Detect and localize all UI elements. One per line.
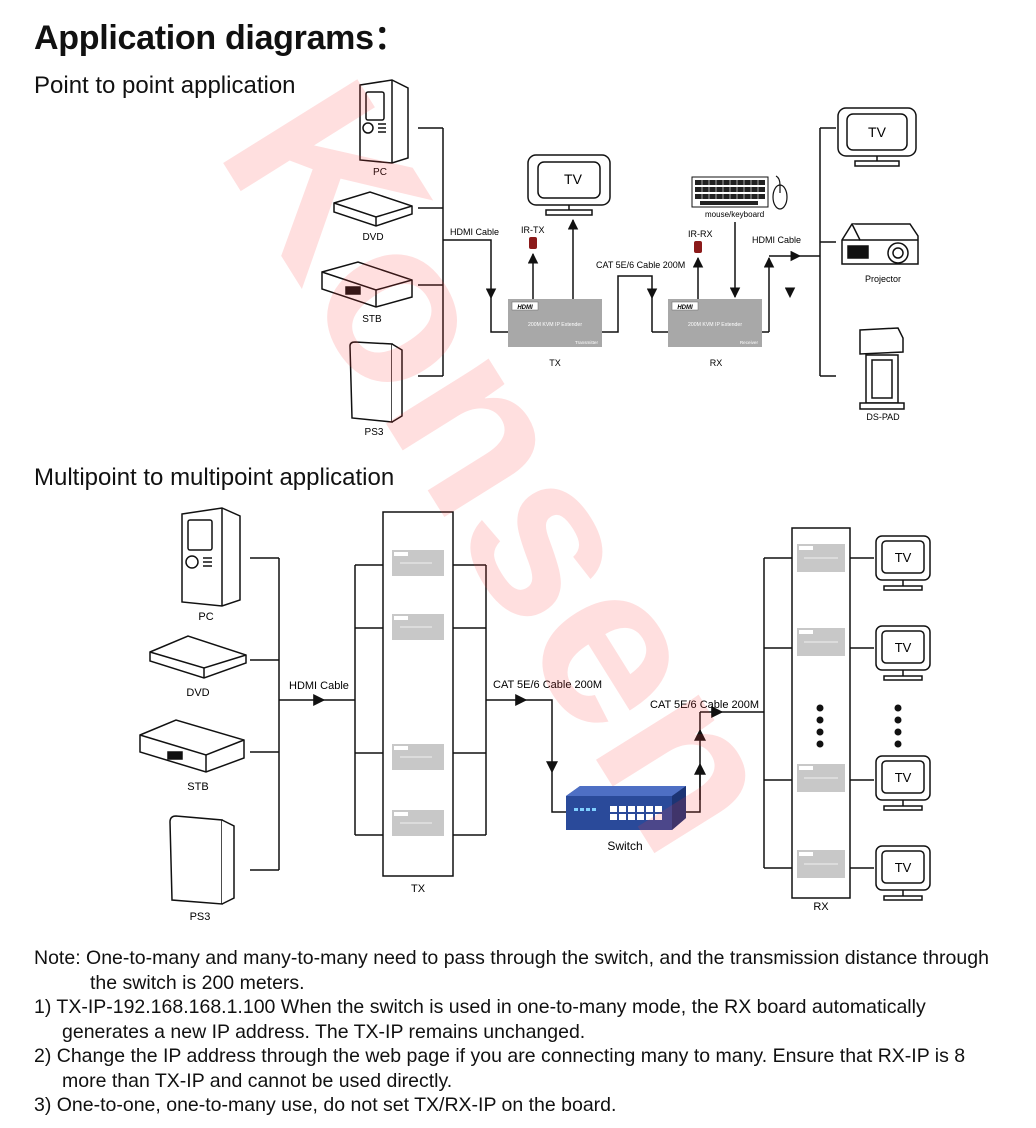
- ps3-icon: [169, 815, 235, 905]
- m2m-src-pc-label: PC: [198, 611, 213, 623]
- tv-icon: [527, 154, 611, 216]
- rx-extender-box: HDMI 200M KVM IP Extender Receiver: [668, 299, 762, 347]
- ps3-icon: [349, 341, 403, 423]
- network-switch-icon: [566, 786, 686, 830]
- rx-module: [797, 628, 845, 656]
- dspad-icon: [859, 327, 905, 410]
- p2p-src-pc-label: PC: [373, 167, 387, 178]
- rx-module: [797, 850, 845, 878]
- m2m-rx-label: RX: [813, 901, 829, 913]
- stb-icon: [321, 261, 413, 308]
- note-item-3: 3) One-to-one, one-to-many use, do not s…: [34, 1094, 617, 1116]
- rx-module: [797, 764, 845, 792]
- p2p-src-dvd-label: DVD: [362, 232, 383, 243]
- rx-module: [797, 544, 845, 572]
- tv-icon: [875, 535, 931, 591]
- p2p-tx-label: TX: [549, 358, 561, 368]
- tx-module: [392, 810, 444, 836]
- m2m-switch-label: Switch: [607, 839, 642, 853]
- tv-icon: [875, 755, 931, 811]
- p2p-diagram: PC DVD STB PS3 HDMI Cable TV IR-TX: [321, 79, 919, 438]
- pc-icon: [359, 79, 409, 164]
- svg-text:200M KVM IP Extender: 200M KVM IP Extender: [528, 322, 582, 328]
- p2p-hdmi-in-label: HDMI Cable: [450, 227, 499, 237]
- p2p-hdmi-out-label: HDMI Cable: [752, 235, 801, 245]
- svg-text:Receiver: Receiver: [740, 340, 759, 345]
- p2p-out-dspad-label: DS-PAD: [866, 412, 900, 422]
- note-item-2: 2) Change the IP address through the web…: [34, 1045, 966, 1092]
- p2p-cat-label: CAT 5E/6 Cable 200M: [596, 260, 685, 270]
- m2m-tv-label: TV: [895, 860, 912, 875]
- m2m-diagram: PC DVD STB PS3 HDMI Cable TX: [139, 507, 931, 923]
- ellipsis-dots-icon: [894, 704, 902, 748]
- dvd-icon: [149, 635, 247, 679]
- m2m-tv-label: TV: [895, 770, 912, 785]
- stb-icon: [139, 719, 245, 773]
- p2p-mouse-keyboard-label: mouse/keyboard: [705, 210, 764, 219]
- ir-rx-sensor-icon: [694, 241, 702, 253]
- p2p-ir-tx-label: IR-TX: [521, 225, 545, 235]
- p2p-src-ps3-label: PS3: [365, 427, 384, 438]
- p2p-ir-rx-label: IR-RX: [688, 229, 713, 239]
- page-title: Application diagrams：: [34, 19, 408, 57]
- tx-module: [392, 614, 444, 640]
- p2p-heading: Point to point application: [34, 72, 296, 99]
- tv-icon: [875, 625, 931, 681]
- m2m-tx-label: TX: [411, 883, 426, 895]
- mouse-icon: [772, 175, 788, 210]
- tv-icon: [875, 845, 931, 901]
- notes-section: Note: One-to-many and many-to-many need …: [34, 946, 1004, 1118]
- m2m-tv-label: TV: [895, 640, 912, 655]
- m2m-src-ps3-label: PS3: [190, 911, 211, 923]
- note-text: Note: One-to-many and many-to-many need …: [34, 947, 989, 994]
- svg-text:200M KVM IP Extender: 200M KVM IP Extender: [688, 322, 742, 328]
- m2m-cat-label-1: CAT 5E/6 Cable 200M: [493, 679, 602, 691]
- m2m-tv-label: TV: [895, 550, 912, 565]
- m2m-heading: Multipoint to multipoint application: [34, 464, 395, 491]
- ir-tx-sensor-icon: [529, 237, 537, 249]
- keyboard-icon: [691, 176, 769, 208]
- svg-text:HDMI: HDMI: [677, 305, 693, 311]
- note-item-1: 1) TX-IP-192.168.168.1.100 When the swit…: [34, 996, 926, 1043]
- p2p-out-projector-label: Projector: [865, 274, 901, 284]
- tv-icon: [837, 107, 917, 167]
- m2m-hdmi-label: HDMI Cable: [289, 680, 349, 692]
- projector-icon: [841, 223, 919, 265]
- tx-extender-box: HDMI 200M KVM IP Extender Transmitter: [508, 299, 602, 347]
- dvd-icon: [333, 191, 413, 227]
- p2p-rx-label: RX: [710, 358, 723, 368]
- m2m-src-stb-label: STB: [187, 781, 208, 793]
- p2p-tv-top-label: TV: [564, 171, 583, 187]
- p2p-out-tv-label: TV: [868, 124, 887, 140]
- p2p-src-stb-label: STB: [362, 314, 382, 325]
- svg-text:HDMI: HDMI: [517, 305, 533, 311]
- ellipsis-dots-icon: [816, 704, 824, 748]
- rx-rack: [791, 527, 851, 899]
- svg-text:Transmitter: Transmitter: [575, 340, 599, 345]
- m2m-src-dvd-label: DVD: [186, 687, 209, 699]
- tx-module: [392, 744, 444, 770]
- pc-icon: [181, 507, 241, 607]
- tx-module: [392, 550, 444, 576]
- m2m-cat-label-2: CAT 5E/6 Cable 200M: [650, 699, 759, 711]
